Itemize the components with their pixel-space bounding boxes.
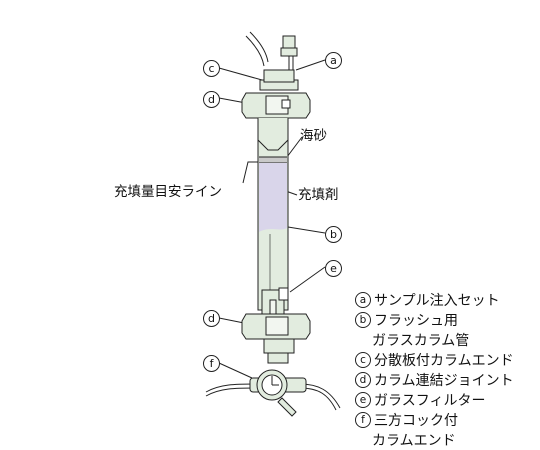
callout-f: f xyxy=(203,355,220,372)
legend-item-continued: ガラスカラム管 xyxy=(355,330,514,350)
legend-text: ガラスカラム管 xyxy=(372,333,470,349)
legend-item-continued: カラムエンド xyxy=(355,430,514,450)
sand-label: 海砂 xyxy=(300,128,327,144)
callout-a: a xyxy=(325,52,342,69)
legend-text: カラム連結ジョイント xyxy=(374,373,514,389)
legend-mark: b xyxy=(355,312,371,328)
legend-mark: c xyxy=(355,352,371,368)
callout-e: e xyxy=(325,260,342,277)
top-column-end xyxy=(241,69,311,119)
callout-c: c xyxy=(203,60,220,77)
legend-text: カラムエンド xyxy=(372,433,456,449)
legend-mark: a xyxy=(355,292,371,308)
glass-column xyxy=(257,117,289,311)
three-way-stopcock xyxy=(205,369,341,417)
legend-text: フラッシュ用 xyxy=(374,313,458,329)
fill-line-label: 充填量目安ライン xyxy=(114,184,222,200)
legend-text: 三方コック付 xyxy=(374,413,458,429)
leader-lines xyxy=(218,59,326,379)
legend-text: 分散板付カラムエンド xyxy=(374,353,514,369)
legend-mark: f xyxy=(355,412,371,428)
packing-label: 充填剤 xyxy=(298,187,339,203)
legend-text: サンプル注入セット xyxy=(374,293,500,309)
callout-b: b xyxy=(325,226,342,243)
bottom-joint xyxy=(241,313,311,364)
callout-d-top: d xyxy=(203,91,220,108)
legend-mark: d xyxy=(355,372,371,388)
legend-text: ガラスフィルター xyxy=(374,393,486,409)
callout-d-bottom: d xyxy=(203,310,220,327)
legend-mark: e xyxy=(355,392,371,408)
